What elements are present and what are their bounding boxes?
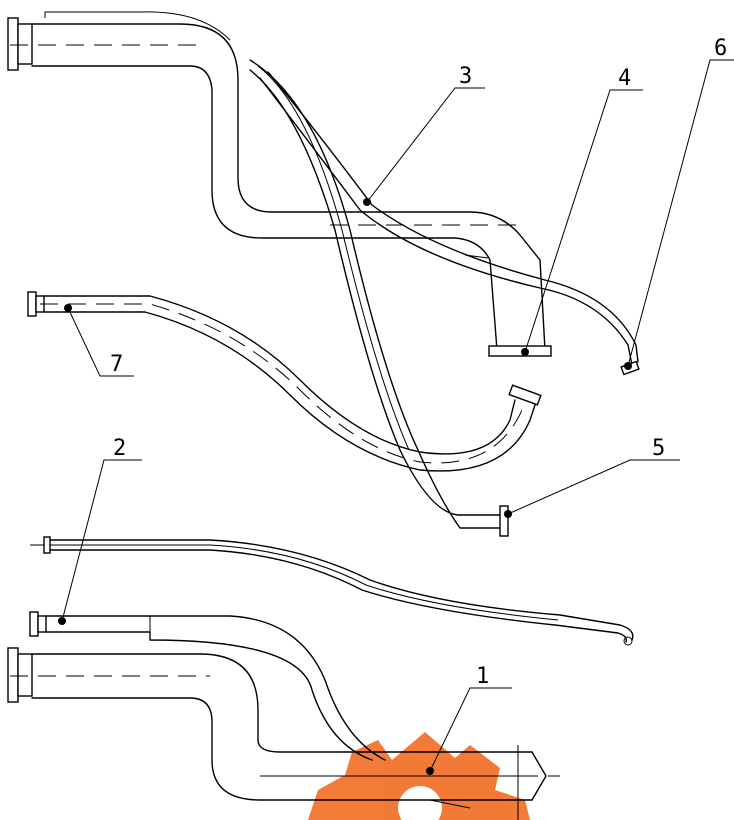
pipe-2-flange bbox=[29, 611, 39, 637]
callout-2: 2 bbox=[58, 436, 142, 625]
label-5: 5 bbox=[652, 436, 665, 461]
callout-3: 3 bbox=[363, 64, 485, 206]
tube-5 bbox=[249, 59, 509, 537]
pipe-3 bbox=[7, 11, 552, 357]
label-1: 1 bbox=[476, 664, 489, 689]
tube-5-end-flange bbox=[499, 505, 509, 537]
pipe-3-end-flange bbox=[488, 345, 552, 357]
callout-1: 1 bbox=[426, 664, 512, 775]
callout-5: 5 bbox=[504, 436, 680, 518]
label-2: 2 bbox=[113, 436, 126, 461]
pipe-2 bbox=[29, 611, 386, 761]
tube-6 bbox=[259, 71, 640, 376]
tube-upper-long bbox=[30, 536, 634, 646]
pipe-7-end-flange bbox=[508, 384, 542, 406]
label-3: 3 bbox=[459, 64, 472, 89]
pipe-3-flange-inner bbox=[17, 23, 33, 65]
callout-4: 4 bbox=[521, 66, 643, 356]
pipe-1-flange bbox=[7, 647, 19, 703]
tube-upper-long-fitting bbox=[43, 536, 51, 554]
label-7: 7 bbox=[110, 352, 123, 377]
label-6: 6 bbox=[714, 36, 727, 61]
pipe-1 bbox=[7, 647, 560, 820]
pipe-7-flange bbox=[27, 291, 37, 317]
pipe-2-flange-inner bbox=[37, 615, 47, 633]
callout-7: 7 bbox=[64, 304, 134, 377]
callout-6: 6 bbox=[624, 36, 734, 370]
pipe-3-flange bbox=[7, 17, 19, 71]
label-4: 4 bbox=[618, 66, 631, 91]
pipe-7 bbox=[27, 291, 542, 472]
pipe-1-flange-inner bbox=[17, 653, 33, 697]
